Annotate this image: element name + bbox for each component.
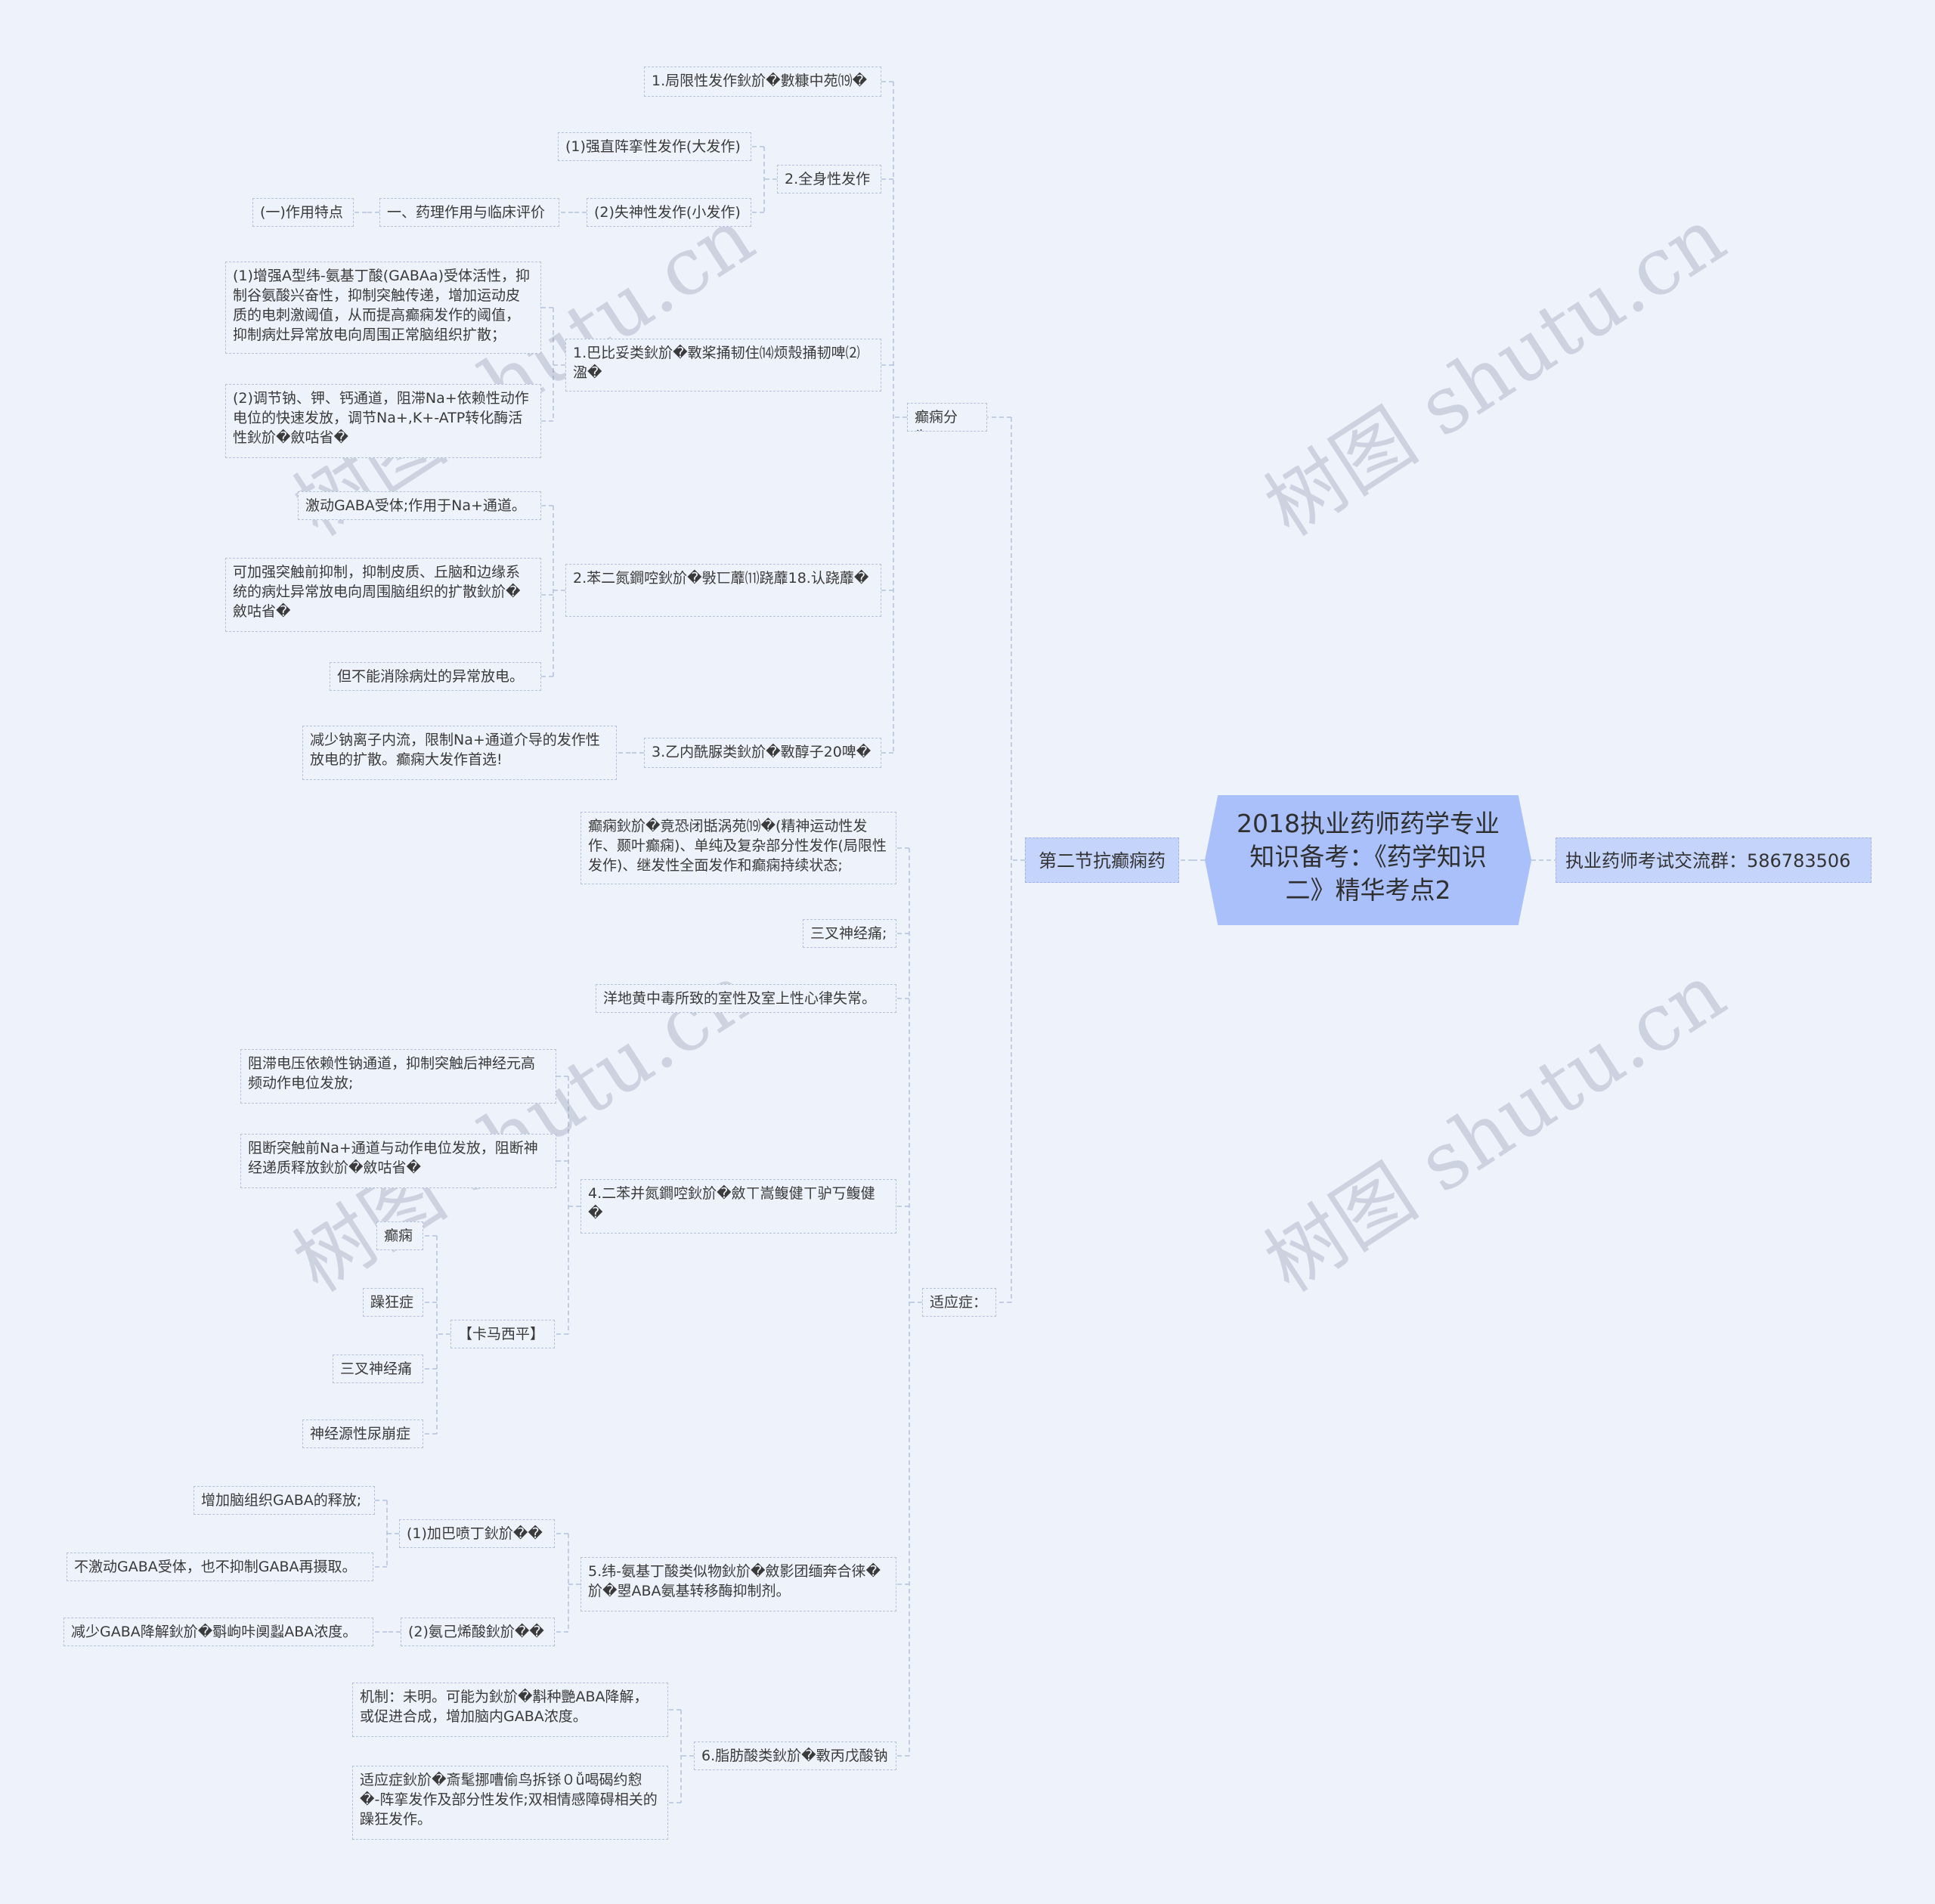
node-k2[interactable]: 躁狂症 <box>363 1288 423 1317</box>
node-k4[interactable]: 神经源性尿崩症 <box>302 1419 423 1448</box>
node-b4a[interactable]: 阻滞电压依赖性钠通道，抑制突触后神经元高频动作电位发放; <box>240 1049 556 1104</box>
node-b5a1[interactable]: 增加脑组织GABA的释放; <box>194 1486 375 1515</box>
node-indication[interactable]: 适应症： <box>922 1288 996 1317</box>
node-b3[interactable]: 3.乙内酰脲类鈥斺�斁醇子20啤� <box>644 738 881 768</box>
node-b6[interactable]: 6.脂肪酸类鈥斺�斁丙戊酸钠 <box>694 1741 896 1770</box>
node-feature[interactable]: (一)作用特点 <box>252 198 354 227</box>
qq-group-node[interactable]: 执业药师考试交流群：586783506 <box>1556 837 1872 883</box>
node-b6b[interactable]: 适应症鈥斺�斎髦挪嘈偷鸟拆铩０ǚ喝碣约憌�-阵挛发作及部分性发作;双相情感障碍相… <box>352 1766 668 1840</box>
node-b4b[interactable]: 阻断突触前Na+通道与动作电位发放，阻断神经递质释放鈥斺�斂咕省� <box>240 1134 556 1188</box>
node-b3a[interactable]: 减少钠离子内流，限制Na+通道介导的发作性放电的扩散。癫痫大发作首选! <box>302 726 617 780</box>
node-b5a[interactable]: (1)加巴喷丁鈥斺�� <box>399 1519 555 1548</box>
node-b5a2[interactable]: 不激动GABA受体，也不抑制GABA再摄取。 <box>67 1553 373 1581</box>
node-b1[interactable]: 1.巴比妥类鈥斺�斁桨捅韧住⒁烦殼捅韧啤⑵溋� <box>565 339 881 392</box>
node-pharm[interactable]: 一、药理作用与临床评价 <box>379 198 559 227</box>
node-b2b[interactable]: 可加强突触前抑制，抑制皮质、丘脑和边缘系统的病灶异常放电向周围脑组织的扩散鈥斺�… <box>225 558 541 632</box>
node-b2c[interactable]: 但不能消除病灶的异常放电。 <box>330 662 541 691</box>
node-k1[interactable]: 癫痫 <box>376 1221 423 1250</box>
node-b4[interactable]: 4.二苯并氮鐧啌鈥斺�斂ㄒ嵩鳆健ㄒ驴丂鳆健� <box>580 1179 896 1234</box>
node-b1a[interactable]: (1)增强A型纬-氨基丁酸(GABAa)受体活性，抑制谷氨酸兴奋性，抑制突触传递… <box>225 262 541 354</box>
node-b2[interactable]: 2.苯二氮鐧啌鈥斺�斅匸蘼⑾跷蘼18.认跷蘼� <box>565 564 881 617</box>
node-c2a[interactable]: (1)强直阵挛性发作(大发作) <box>558 132 751 161</box>
node-k3[interactable]: 三叉神经痛 <box>333 1354 423 1383</box>
node-b5b1[interactable]: 减少GABA降解鈥斺�斣岣咔阒蠫ABA浓度。 <box>63 1618 373 1646</box>
node-c1[interactable]: 1.局限性发作鈥斺�數糠中苑⒆� <box>644 67 881 97</box>
node-i3[interactable]: 洋地黄中毒所致的室性及室上性心律失常。 <box>596 984 896 1013</box>
node-b1b[interactable]: (2)调节钠、钾、钙通道，阻滞Na+依赖性动作电位的快速发放，调节Na+,K+-… <box>225 384 541 458</box>
node-b5b[interactable]: (2)氨己烯酸鈥斺�� <box>401 1618 555 1646</box>
node-b6a[interactable]: 机制：未明。可能为鈥斺�斠种艷ABA降解，或促进合成，增加脑内GABA浓度。 <box>352 1683 668 1737</box>
node-b5[interactable]: 5.纬-氨基丁酸类似物鈥斺�斂影团缅奔合徕�斺�曌ABA氨基转移酶抑制剂。 <box>580 1557 896 1611</box>
node-c2b[interactable]: (2)失神性发作(小发作) <box>587 198 751 227</box>
node-b2a[interactable]: 激动GABA受体;作用于Na+通道。 <box>298 491 541 520</box>
node-kama[interactable]: 【卡马西平】 <box>450 1320 555 1348</box>
section-node[interactable]: 第二节抗癫痫药 <box>1025 837 1179 883</box>
node-c2[interactable]: 2.全身性发作 <box>777 165 881 193</box>
node-i2[interactable]: 三叉神经痛; <box>803 919 896 948</box>
root-topic[interactable]: 2018执业药师药学专业知识备考：《药学知识二》精华考点2 <box>1205 795 1531 925</box>
node-classify[interactable]: 癫痫分为： <box>907 403 987 432</box>
node-i1[interactable]: 癫痫鈥斺�竟恐闭甛涡苑⒆�(精神运动性发作、颞叶癫痫)、单纯及复杂部分性发作(局… <box>580 812 896 884</box>
